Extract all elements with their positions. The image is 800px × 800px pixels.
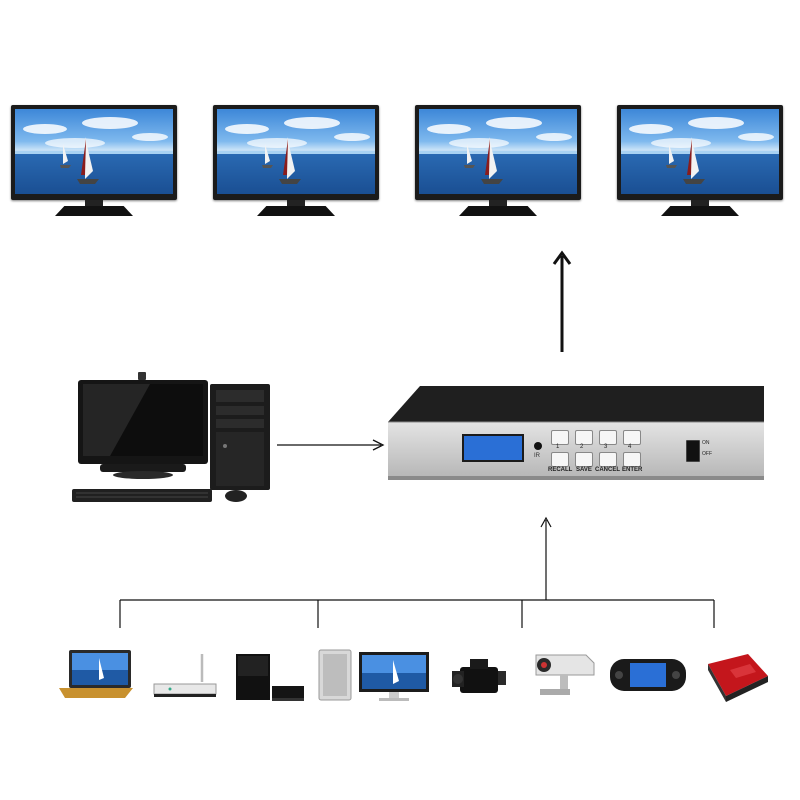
desktop-pc-icon <box>318 649 429 701</box>
tv-bezel <box>11 105 177 200</box>
power-on-label: ON <box>702 440 710 446</box>
save-button[interactable] <box>575 452 593 467</box>
tv-bezel <box>415 105 581 200</box>
lcd-display <box>462 434 524 462</box>
tv-monitor-3 <box>415 105 581 217</box>
sailboat-scene-icon <box>15 117 173 184</box>
handheld-console-icon <box>610 659 686 691</box>
desktop-computer-icon <box>72 372 270 502</box>
router-icon <box>153 654 217 697</box>
keypad-button-top-4[interactable] <box>623 430 641 445</box>
sailboat-scene-icon <box>419 117 577 184</box>
enter-button[interactable] <box>623 452 641 467</box>
camcorder-icon <box>452 659 506 693</box>
keypad-number-3: 3 <box>604 444 608 450</box>
security-camera-icon <box>535 654 595 695</box>
cancel-button[interactable] <box>599 452 617 467</box>
tv-stand <box>287 200 305 206</box>
tv-stand-base <box>459 206 537 216</box>
tv-bezel <box>213 105 379 200</box>
power-switch[interactable] <box>686 440 700 462</box>
recall-button[interactable] <box>551 452 569 467</box>
input-arrow <box>277 439 385 451</box>
matrix-switcher: IR 1 2 3 4 RECALL SAVE CANCEL ENTER ON O… <box>388 386 764 482</box>
tv-screen <box>15 109 173 194</box>
recall-label: RECALL <box>548 467 573 473</box>
ir-sensor-icon <box>534 442 542 450</box>
keypad-number-2: 2 <box>580 444 584 450</box>
tv-stand <box>85 200 103 206</box>
tv-screen <box>419 109 577 194</box>
keypad-number-4: 4 <box>628 444 632 450</box>
ir-label: IR <box>534 453 540 459</box>
hard-drive-icon <box>708 654 768 702</box>
keypad-button-top-1[interactable] <box>551 430 569 445</box>
source-connection-tree <box>119 516 715 628</box>
keypad-number-1: 1 <box>556 444 560 450</box>
sailboat-scene-icon <box>217 117 375 184</box>
keypad-button-top-3[interactable] <box>599 430 617 445</box>
cancel-label: CANCEL <box>595 467 620 473</box>
tv-monitor-4 <box>617 105 783 217</box>
tv-stand-base <box>55 206 133 216</box>
laptop-icon <box>59 650 133 698</box>
tv-monitor-2 <box>213 105 379 217</box>
tv-stand-base <box>257 206 335 216</box>
tv-stand <box>691 200 709 206</box>
tv-screen <box>621 109 779 194</box>
keypad-button-top-2[interactable] <box>575 430 593 445</box>
save-label: SAVE <box>576 467 592 473</box>
game-console-icon <box>236 654 304 701</box>
output-arrow <box>552 250 572 352</box>
tv-stand <box>489 200 507 206</box>
tv-screen <box>217 109 375 194</box>
tv-monitor-1 <box>11 105 177 217</box>
enter-label: ENTER <box>622 467 643 473</box>
tv-bezel <box>617 105 783 200</box>
tv-stand-base <box>661 206 739 216</box>
power-off-label: OFF <box>702 451 712 457</box>
sailboat-scene-icon <box>621 117 779 184</box>
